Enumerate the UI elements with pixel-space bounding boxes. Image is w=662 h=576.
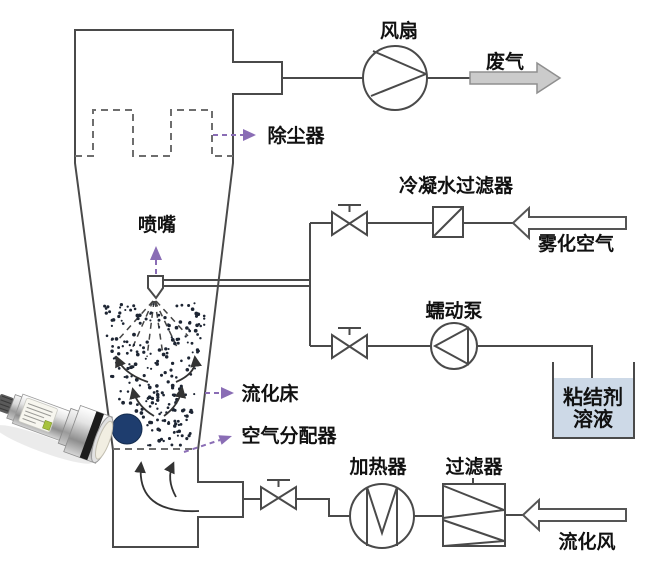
condensate-filter-icon — [432, 206, 464, 238]
binder-solution-label-line1: 粘结剂 — [563, 385, 623, 409]
sensor-port-circle — [111, 413, 143, 445]
air-filter-label: 过滤器 — [445, 456, 503, 478]
air-distributor-pointer-line — [183, 439, 221, 453]
condensate-filter-label: 冷凝水过滤器 — [399, 174, 514, 197]
dust-collector-label: 除尘器 — [267, 124, 325, 147]
dust-collector-pointer-arrowhead-icon — [243, 129, 256, 141]
pipe-binder-liquid — [310, 345, 593, 380]
fan-label: 风扇 — [380, 19, 418, 42]
dust-collector-outline — [75, 109, 233, 157]
binder-liquid — [554, 378, 633, 437]
fan-icon — [362, 45, 428, 111]
atomizing-air-arrow-icon — [511, 205, 627, 241]
pipe-fluidizing-air — [243, 498, 523, 517]
circulation-arrows — [115, 355, 202, 513]
nozzle-pointer-arrowhead-icon — [150, 246, 162, 260]
nozzle-icon — [147, 275, 164, 300]
sensor-photo — [0, 393, 114, 464]
exhaust-arrow-icon — [469, 61, 562, 95]
heater-label: 加热器 — [348, 455, 407, 478]
nozzle-label: 喷嘴 — [138, 214, 176, 236]
pipe-nozzle-feed — [163, 223, 311, 346]
fluidized-bed-label: 流化床 — [241, 382, 298, 405]
fluidizing-air-arrow-icon — [521, 497, 627, 533]
exhaust-label: 废气 — [486, 50, 524, 73]
binder-solution-label-line2: 溶液 — [573, 407, 614, 431]
fluidizing-air-label: 流化风 — [558, 530, 615, 553]
air-filter-icon — [442, 478, 506, 547]
fluidizing-valve-icon — [260, 479, 297, 511]
vessel-outline — [74, 29, 283, 548]
particle-dots — [103, 302, 206, 447]
fluidized-bed-pointer-arrowhead-icon — [221, 387, 234, 399]
air-distributor-label: 空气分配器 — [241, 424, 337, 447]
liquid-valve-icon — [331, 327, 368, 360]
binder-tank-icon — [552, 362, 635, 439]
air-distributor-pointer-arrowhead-icon — [218, 435, 232, 445]
atomizing-valve-icon — [331, 204, 368, 237]
atomizing-air-label: 雾化空气 — [538, 232, 614, 255]
heater-icon — [349, 483, 415, 549]
peristaltic-pump-icon — [430, 322, 478, 370]
peristaltic-pump-label: 蠕动泵 — [425, 300, 482, 322]
